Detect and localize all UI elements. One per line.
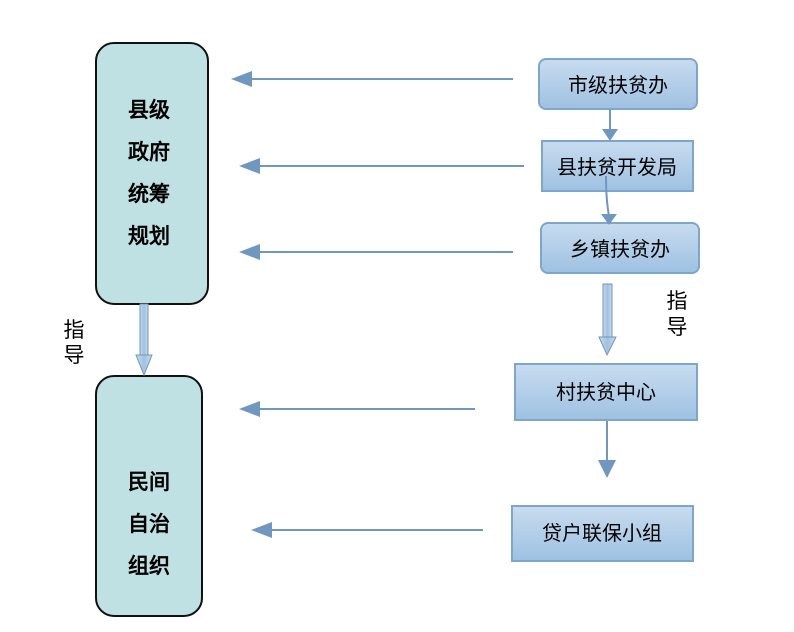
county-bureau-box: 县扶贫开发局 [541,140,694,192]
village-to-civil-organization-arrow [239,401,475,417]
right-guide-char-1: 指 [667,289,688,313]
left-guide-char-1: 指 [64,318,85,342]
township-office-label: 乡镇扶贫办 [570,237,670,261]
township-office-box: 乡镇扶贫办 [540,222,700,274]
city-office-box: 市级扶贫办 [538,58,698,110]
city-to-county-arrow [602,110,618,141]
county-government-line-3: 统筹 [128,182,170,206]
civil-autonomy-line-3: 组织 [128,554,170,578]
household-group-box: 贷户联保小组 [511,505,694,562]
left-guide-char-2: 导 [64,343,85,367]
household-to-civil-organization-arrow [251,522,483,538]
township-to-county-government-arrow [239,244,513,260]
civil-autonomy-box: 民间 自治 组织 [95,375,203,617]
left-guidance-arrow [135,303,153,377]
county-bureau-to-county-government-arrow [239,158,524,174]
county-government-line-4: 规划 [128,224,170,248]
civil-autonomy-line-1: 民间 [128,470,170,494]
county-bureau-label: 县扶贫开发局 [557,155,677,179]
county-government-line-2: 政府 [128,140,170,164]
county-government-box: 县级 政府 统筹 规划 [95,42,209,305]
village-center-box: 村扶贫中心 [514,363,698,421]
village-to-household-arrow [598,421,616,478]
county-to-township-arrow [601,175,617,225]
county-government-line-1: 县级 [128,98,170,122]
civil-autonomy-line-2: 自治 [128,512,170,536]
city-to-county-government-arrow [231,71,513,87]
household-group-label: 贷户联保小组 [542,521,662,545]
township-to-village-arrow [598,283,617,357]
right-guide-char-2: 导 [667,315,688,339]
village-center-label: 村扶贫中心 [556,380,656,404]
city-office-label: 市级扶贫办 [568,73,668,97]
